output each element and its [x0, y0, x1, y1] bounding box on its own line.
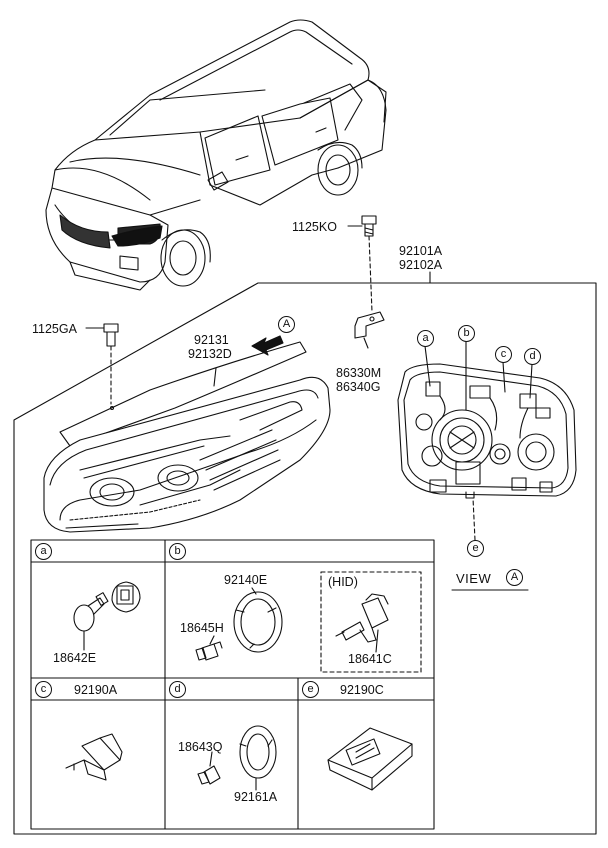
cell-d-key: d	[169, 681, 186, 698]
cell-a-key: a	[35, 543, 52, 560]
label-assembly-lh: 92101A	[399, 244, 443, 258]
cell-c-title: 92190A	[74, 683, 118, 697]
label-assembly-rh: 92102A	[399, 258, 443, 272]
callout-a: a	[417, 330, 434, 347]
ring-92140e	[233, 587, 283, 653]
bulb-18643q	[197, 751, 221, 785]
label-hid-title: (HID)	[328, 575, 358, 589]
callout-c: c	[495, 346, 512, 363]
view-label: VIEW	[456, 571, 492, 586]
label-92140e: 92140E	[224, 573, 268, 587]
headlamp-rear-view	[397, 340, 577, 541]
ring-92161a	[239, 725, 277, 791]
label-bolt-top: 1125KO	[292, 220, 337, 234]
label-bracket-lh: 86330M	[336, 366, 382, 380]
hid-bulb-18641c	[335, 593, 389, 653]
label-18643q: 18643Q	[178, 740, 223, 754]
bulb-18645h	[195, 635, 223, 661]
bulb-18642e	[73, 581, 141, 651]
parts-table-grid	[30, 539, 435, 830]
label-trim-rh: 92132D	[188, 347, 232, 361]
bolt-1125ko	[347, 215, 377, 313]
label-18642e: 18642E	[53, 651, 97, 665]
cell-b-key: b	[169, 543, 186, 560]
leveling-actuator-92190a	[65, 733, 123, 781]
label-bracket-rh: 86340G	[336, 380, 381, 394]
assembly-outline	[13, 282, 597, 835]
callout-d: d	[524, 348, 541, 365]
label-trim-lh: 92131	[194, 333, 229, 347]
callout-b: b	[458, 325, 475, 342]
cell-e-title: 92190C	[340, 683, 384, 697]
view-arrow	[251, 335, 284, 356]
cell-c-key: c	[35, 681, 52, 698]
label-bolt-left: 1125GA	[32, 322, 77, 336]
headlamp-trim	[59, 341, 307, 447]
callout-e: e	[467, 540, 484, 557]
bolt-1125ga	[85, 323, 119, 405]
callout-view-a: A	[278, 316, 295, 333]
view-letter: A	[506, 569, 523, 586]
label-18645h: 18645H	[180, 621, 224, 635]
cell-e-key: e	[302, 681, 319, 698]
label-92161a: 92161A	[234, 790, 278, 804]
bracket-86330m	[354, 311, 385, 349]
label-18641c: 18641C	[348, 652, 392, 666]
ballast-92190c	[327, 727, 413, 791]
headlamp-assembly	[43, 376, 331, 533]
vehicle-illustration	[45, 19, 387, 291]
